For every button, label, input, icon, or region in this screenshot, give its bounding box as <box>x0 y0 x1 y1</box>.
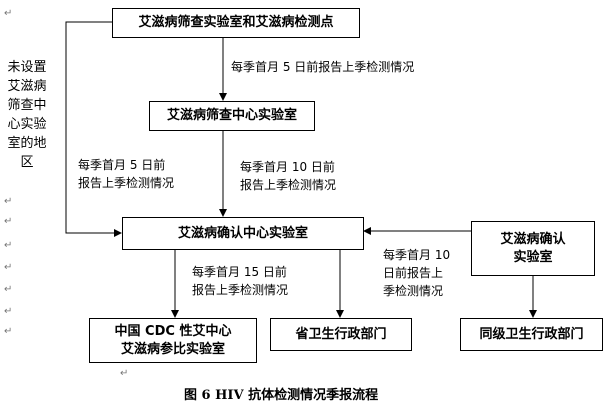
box-same-level-health-dept: 同级卫生行政部门 <box>460 318 603 351</box>
note-report-5th-top: 每季首月 5 日前报告上季检测情况 <box>231 60 415 74</box>
box-confirm-center-lab: 艾滋病确认中心实验室 <box>122 217 364 250</box>
figure-caption: 图 6 HIV 抗体检测情况季报流程 <box>184 388 379 403</box>
paragraph-mark: ↵ <box>4 8 13 19</box>
paragraph-mark: ↵ <box>4 284 13 295</box>
paragraph-mark: ↵ <box>4 240 13 251</box>
note-report-15th: 每季首月 15 日前 报告上季检测情况 <box>192 265 289 297</box>
paragraph-mark: ↵ <box>120 368 129 379</box>
paragraph-mark: ↵ <box>4 262 13 273</box>
note-report-10th-middle: 每季首月 10 日前 报告上季检测情况 <box>240 160 337 192</box>
paragraph-mark: ↵ <box>4 196 13 207</box>
box-screening-center-lab: 艾滋病筛查中心实验室 <box>149 101 315 131</box>
box-confirm-lab: 艾滋病确认 实验室 <box>471 221 595 276</box>
box-screening-labs-and-test-points: 艾滋病筛查实验室和艾滋病检测点 <box>112 8 360 38</box>
paragraph-mark: ↵ <box>4 216 13 227</box>
note-report-5th-left: 每季首月 5 日前 报告上季检测情况 <box>78 158 175 190</box>
box-cdc-reference-lab: 中国 CDC 性艾中心 艾滋病参比实验室 <box>89 318 257 363</box>
arrow-left-bypass <box>65 21 122 237</box>
paragraph-mark: ↵ <box>4 306 13 317</box>
box-provincial-health-dept: 省卫生行政部门 <box>270 318 412 351</box>
side-label-no-screening-center: 未设置 艾滋病 筛查中 心实验 室的地 区 <box>7 60 47 170</box>
note-report-10th-right: 每季首月 10 日前报告上 季检测情况 <box>383 248 451 298</box>
paragraph-mark: ↵ <box>4 326 13 337</box>
